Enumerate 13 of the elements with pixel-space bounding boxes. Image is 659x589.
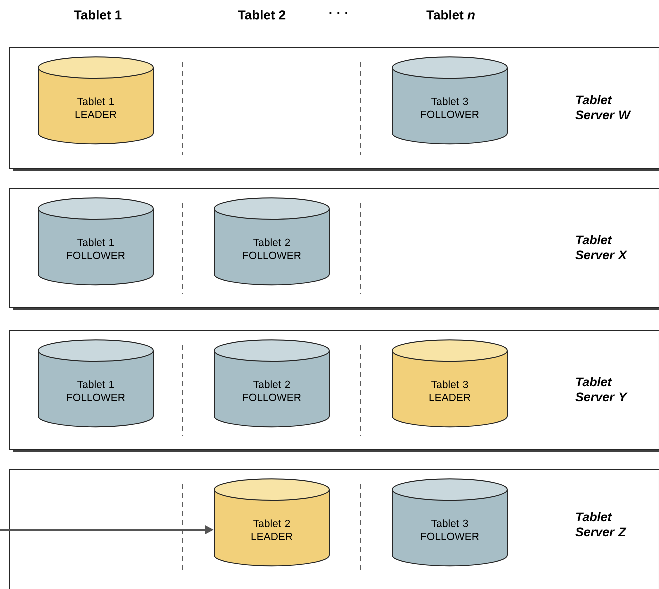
tablet-cylinder: Tablet 3 LEADER — [392, 340, 508, 428]
tablet-cylinder: Tablet 1 FOLLOWER — [38, 198, 154, 286]
tablet-cylinder: Tablet 3 FOLLOWER — [392, 56, 508, 145]
column-heading: · · · — [330, 12, 348, 14]
column-heading: Tablet 2 — [238, 10, 286, 20]
tablet-cylinder: Tablet 3 FOLLOWER — [392, 478, 508, 567]
tablet-cylinder: Tablet 2 FOLLOWER — [214, 340, 330, 428]
tablet-cylinder: Tablet 1 FOLLOWER — [38, 340, 154, 428]
column-heading: Tablet n — [426, 10, 475, 20]
tablet-cylinder: Tablet 2 FOLLOWER — [214, 198, 330, 286]
tablet-cylinder: Tablet 2 LEADER — [214, 478, 330, 567]
tablet-cylinder: Tablet 1 LEADER — [38, 56, 154, 145]
column-heading: Tablet 1 — [74, 10, 122, 20]
